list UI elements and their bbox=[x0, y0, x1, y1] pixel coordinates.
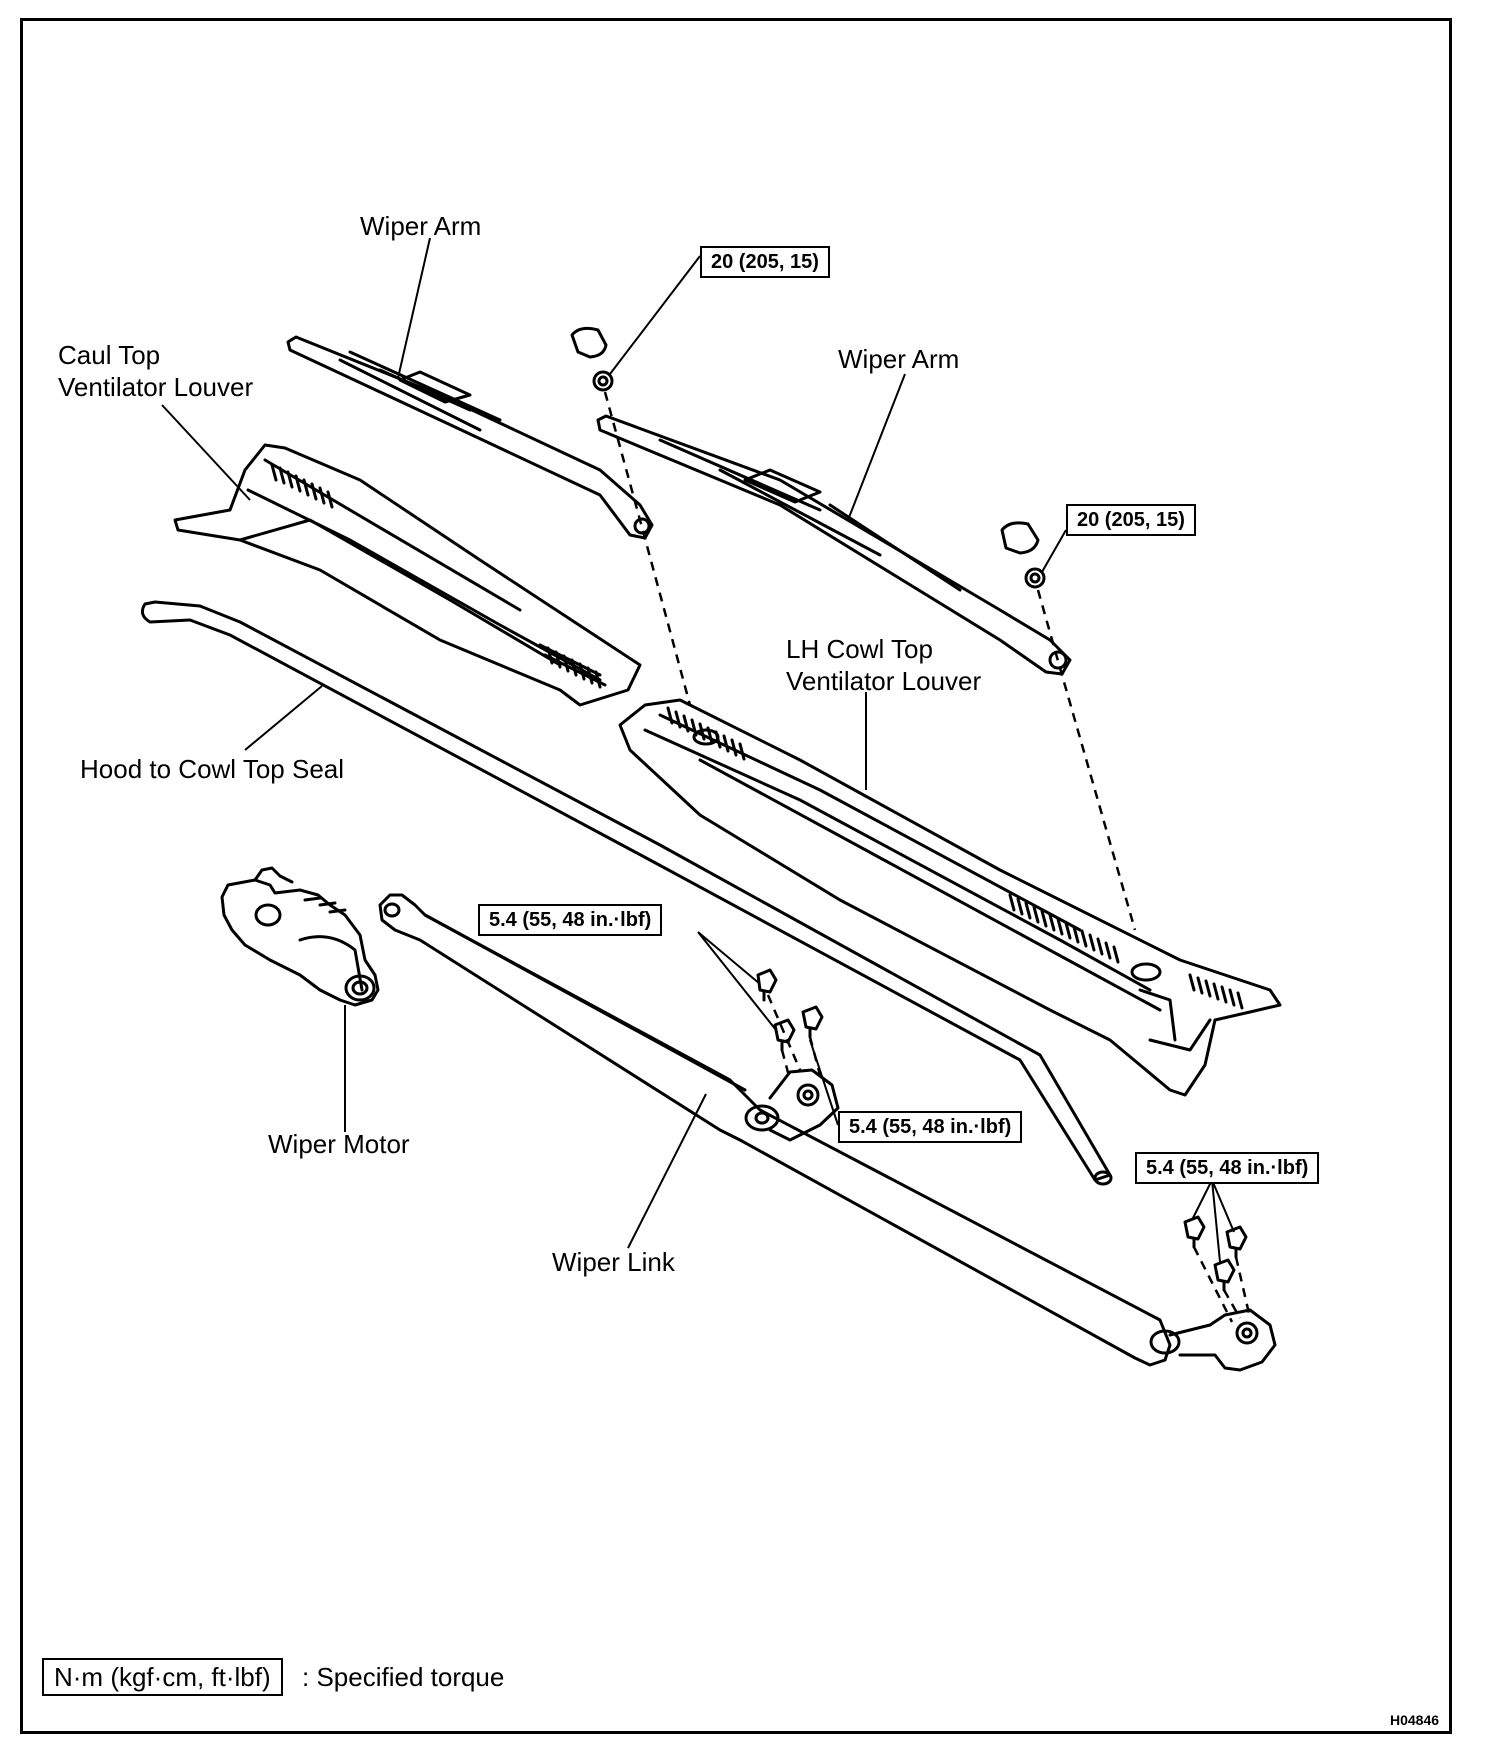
label-lh-cowl-louver-line2: Ventilator Louver bbox=[786, 666, 982, 696]
figure-code: H04846 bbox=[1390, 1712, 1440, 1728]
wiper-motor bbox=[220, 866, 380, 1007]
label-wiper-arm-right: Wiper Arm bbox=[838, 344, 960, 374]
torque-arm-nut-right: 20 (205, 15) bbox=[1066, 504, 1196, 536]
arm-nut-right bbox=[1024, 567, 1046, 589]
dashed-line-right-arm bbox=[1036, 589, 1137, 931]
legend-unit-box: N·m (kgf·cm, ft·lbf) bbox=[42, 1658, 283, 1696]
lh-cowl-louver bbox=[618, 698, 1282, 1097]
leader-caul-louver bbox=[161, 404, 251, 501]
label-wiper-link: Wiper Link bbox=[552, 1247, 675, 1277]
arm-nut-left bbox=[592, 370, 614, 392]
caul-top-louver bbox=[173, 443, 642, 707]
leader-torque-arm-left bbox=[609, 255, 701, 375]
wiper-link bbox=[378, 893, 1277, 1372]
torque-link-bolts-right: 5.4 (55, 48 in.·lbf) bbox=[1135, 1152, 1320, 1184]
hood-to-cowl-seal bbox=[140, 600, 1113, 1186]
diagram-frame bbox=[20, 18, 1452, 1734]
label-wiper-arm-left: Wiper Arm bbox=[360, 211, 482, 241]
torque-link-bolts-middle: 5.4 (55, 48 in.·lbf) bbox=[838, 1111, 1023, 1143]
leader-wiper-arm-left bbox=[397, 237, 431, 379]
label-caul-top-louver-line1: Caul Top bbox=[58, 340, 161, 370]
wiper-arm-right bbox=[596, 414, 1072, 676]
arm-cap-right bbox=[1000, 521, 1040, 555]
legend-unit-text: : Specified torque bbox=[302, 1662, 505, 1692]
dashed-line-bolt-b bbox=[780, 1049, 792, 1081]
leader-torque-upper bbox=[697, 931, 777, 1031]
label-wiper-motor: Wiper Motor bbox=[268, 1129, 410, 1159]
leader-hood-seal bbox=[244, 685, 323, 751]
dashed-line-bolt-a bbox=[766, 994, 802, 1071]
label-lh-cowl-louver-line1: LH Cowl Top bbox=[786, 634, 933, 664]
wiper-arm-left bbox=[286, 335, 654, 540]
leader-wiper-arm-right bbox=[847, 373, 906, 521]
leader-torque-right bbox=[1191, 1179, 1235, 1263]
dashed-line-left-arm bbox=[603, 391, 692, 706]
leader-wiper-link bbox=[627, 1093, 707, 1249]
arm-cap-left bbox=[570, 326, 608, 359]
leader-torque-middle bbox=[809, 1039, 839, 1126]
torque-link-bolts-upper: 5.4 (55, 48 in.·lbf) bbox=[478, 904, 663, 936]
label-hood-seal: Hood to Cowl Top Seal bbox=[80, 754, 345, 784]
torque-arm-nut-left: 20 (205, 15) bbox=[700, 246, 830, 278]
dashed-line-bolt-f bbox=[1222, 1289, 1242, 1319]
link-bolts bbox=[756, 968, 1248, 1292]
leader-torque-arm-right bbox=[1041, 529, 1067, 573]
dashed-line-bolt-d bbox=[1192, 1246, 1234, 1323]
dashed-line-bolt-e bbox=[1234, 1256, 1252, 1319]
label-caul-top-louver-line2: Ventilator Louver bbox=[58, 372, 254, 402]
